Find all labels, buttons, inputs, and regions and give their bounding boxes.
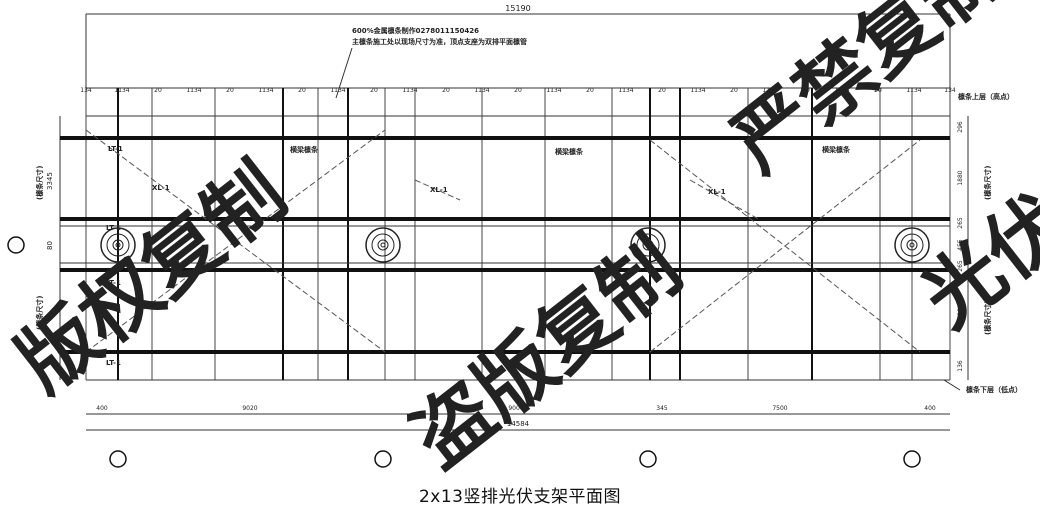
right-dimension-label: 136 (957, 360, 964, 372)
bottom-dimension-labels: 400 9020 9000 345 7500 400 (96, 405, 936, 412)
foundation-piles (100, 227, 930, 263)
right-dimension-label: 265 (957, 217, 964, 229)
label-purlin-bottom: 檩条下层（低点） (966, 385, 1022, 394)
pile-3 (630, 227, 666, 263)
tag-xl1-a: XL-1 (152, 184, 170, 192)
purlin-label-2: 横梁檩条 (555, 147, 584, 156)
top-dimension-label: 1134 (402, 87, 417, 94)
top-dimension-label: 1134 (762, 87, 777, 94)
note-line-1: 600%金属檩条制作0278011150426 (352, 26, 479, 35)
right-dimension-label: 455 (957, 239, 964, 251)
axis-bubble-1 (109, 450, 127, 468)
purlin-beams (60, 136, 950, 354)
bottom-dimension-label: 345 (656, 405, 668, 412)
top-dimension-label: 20 (298, 87, 306, 94)
axis-bubble-3 (639, 450, 657, 468)
right-dimension-label: 1880 (957, 304, 964, 319)
top-dimension-label: 20 (874, 87, 882, 94)
total-dimension-top: 15190 (505, 4, 530, 13)
side-label-left-bottom: (檩条尺寸) (35, 296, 44, 330)
right-dimension-labels: 296 1880 265 455 265 1880 136 (957, 121, 964, 372)
tag-lt1-b: LT-1 (106, 224, 121, 232)
axis-bubble-left (7, 236, 25, 254)
top-dimension-label: 20 (802, 87, 810, 94)
top-dimension-label: 1134 (906, 87, 921, 94)
top-dimension-label: 1134 (186, 87, 201, 94)
pile-1 (100, 227, 136, 263)
left-dim-mid: 80 (46, 241, 54, 250)
top-dimension-label: 1134 (474, 87, 489, 94)
top-dimension-label: 1134 (330, 87, 345, 94)
bottom-total-dimension: 14584 (507, 420, 530, 428)
side-label-right-top: (檩条尺寸) (983, 166, 992, 200)
bottom-dimension-label: 400 (924, 405, 936, 412)
purlin-label-1: 横梁檩条 (290, 145, 319, 154)
mid-band-lines (60, 225, 950, 264)
top-dimension-label: 20 (730, 87, 738, 94)
bottom-dimension-label: 7500 (772, 405, 787, 412)
right-dimension-label: 296 (957, 121, 964, 133)
label-purlin-top: 檩条上层（高点） (958, 92, 1014, 101)
top-dimension-label: 20 (514, 87, 522, 94)
drawing-title: 2x13竖排光伏支架平面图 (418, 487, 621, 507)
top-dimension-label: 20 (442, 87, 450, 94)
top-dimension-label: 20 (226, 87, 234, 94)
tag-lt1-a: LT-1 (108, 145, 123, 153)
frame-lines (59, 13, 969, 431)
top-dimension-label: 1134 (114, 87, 129, 94)
top-dimension-label: 1134 (618, 87, 633, 94)
top-dimension-label: 20 (586, 87, 594, 94)
left-dim-top: 3345 (46, 172, 54, 190)
top-dimension-label: 134 (80, 87, 92, 94)
watermark-overlay: 版权复制 严禁复制 盗版复制 光伏复制 (1, 0, 1040, 485)
tag-lt1-d: LT-1 (106, 359, 121, 367)
note-line-2: 主檩条施工处以现场尺寸为准，顶点支座为双排平面檩管 (352, 37, 527, 46)
top-dimension-label: 1134 (834, 87, 849, 94)
bottom-dimension-label: 9020 (242, 405, 257, 412)
top-dimension-label: 1134 (258, 87, 273, 94)
right-dimension-label: 1880 (957, 170, 964, 185)
diagonal-bracing (85, 129, 921, 353)
axis-bubble-4 (903, 450, 921, 468)
side-label-right-bottom: (檩条尺寸) (983, 301, 992, 335)
pile-4 (894, 227, 930, 263)
top-dimension-label: 20 (154, 87, 162, 94)
top-dimension-label: 1134 (690, 87, 705, 94)
purlin-label-3: 横梁檩条 (822, 145, 851, 154)
tag-lt1-c: LT-1 (106, 279, 121, 287)
tag-xl1-b: XL-1 (430, 186, 448, 194)
axis-bubbles (7, 236, 921, 468)
top-dimension-label: 1134 (546, 87, 561, 94)
right-dimension-label: 265 (957, 260, 964, 272)
top-dimension-label: 20 (370, 87, 378, 94)
side-label-left-top: (檩条尺寸) (35, 166, 44, 200)
top-dimension-label: 20 (658, 87, 666, 94)
axis-bubble-2 (374, 450, 392, 468)
top-dimension-labels: 134 1134 20 1134 20 1134 20 1134 20 1134 20 1134 20 1… (80, 87, 956, 94)
bottom-dimension-label: 9000 (508, 405, 523, 412)
pile-2 (365, 227, 401, 263)
top-dimension-label: 134 (944, 87, 956, 94)
tag-xl1-c: XL-1 (708, 188, 726, 196)
bottom-dimension-label: 400 (96, 405, 108, 412)
watermark-text-4: 光伏复制 (906, 82, 1040, 345)
